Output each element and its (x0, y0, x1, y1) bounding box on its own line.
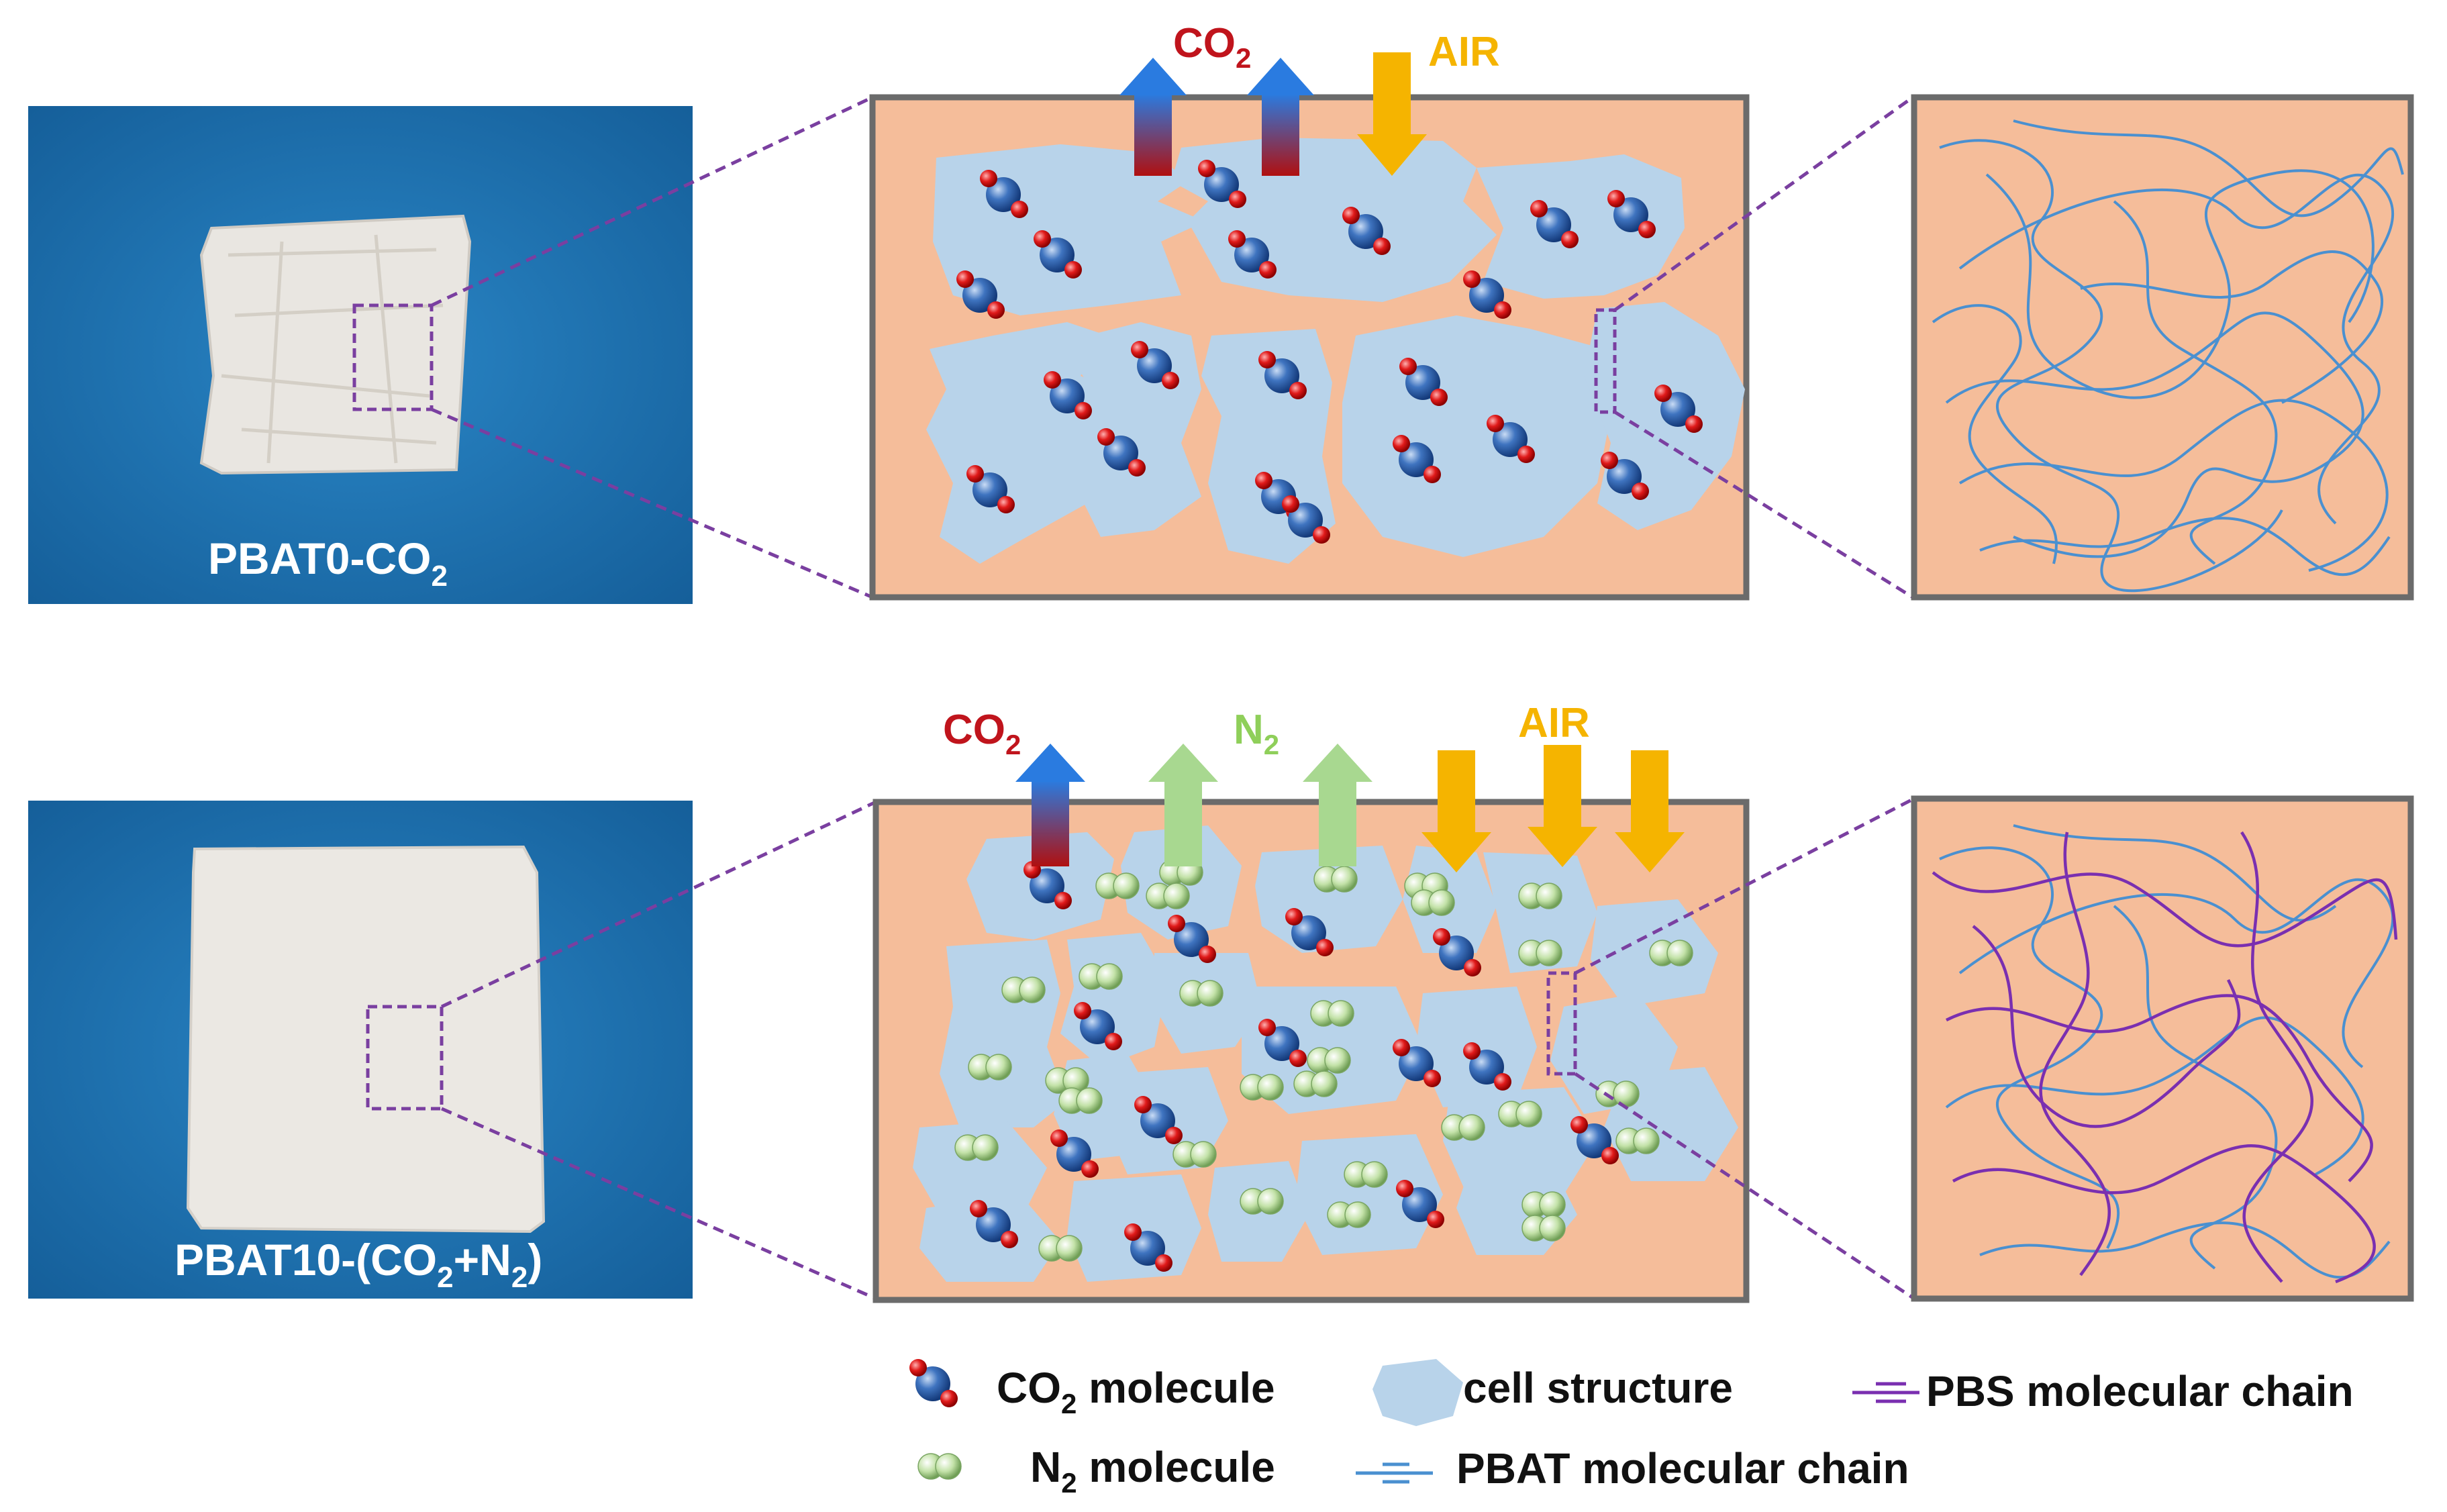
chain-panel-bottom (1911, 795, 2414, 1302)
air-arrow-bottom-2 (1528, 745, 1597, 867)
legend-pbs-icon (1852, 1382, 1919, 1403)
photo-label-top: PBAT0-CO2 (208, 534, 448, 593)
air-arrow-bottom-1 (1421, 750, 1491, 872)
legend-co2-icon (909, 1359, 958, 1407)
legend-cell-label: cell structure (1463, 1364, 1733, 1412)
chain-panel-top (1911, 94, 2414, 601)
air-arrow-top (1357, 52, 1427, 176)
zoom-box-wall-top (1594, 308, 1617, 414)
co2-arrow-bottom (1015, 744, 1085, 866)
zoom-connector-top-right (1613, 95, 1914, 599)
co2-arrow-top-1 (1119, 58, 1187, 176)
zoom-connector-bottom-right (1574, 797, 1915, 1301)
pbs-chains-bottom (1932, 831, 2398, 1284)
foam-schematic-top (869, 94, 1750, 601)
air-label-top: AIR (1428, 29, 1500, 75)
legend-pbs-label: PBS molecular chain (1926, 1367, 2354, 1415)
legend: CO2 molecule N2 molecule cell structure … (909, 1359, 2354, 1499)
pbat-chains-top (1932, 119, 2404, 593)
co2-arrow-top-2 (1247, 58, 1314, 176)
foam-schematic-bottom (872, 799, 1750, 1303)
zoom-box-top (352, 303, 434, 411)
sample-photo-top (28, 106, 693, 604)
zoom-box-bottom (366, 1005, 444, 1111)
legend-pbat-label: PBAT molecular chain (1456, 1444, 1909, 1493)
legend-co2-label: CO2 molecule (997, 1364, 1275, 1419)
n2-arrow-bottom-1 (1148, 744, 1218, 866)
co2-label-bottom: CO2 (943, 707, 1021, 760)
legend-n2-label: N2 molecule (1030, 1443, 1275, 1499)
air-arrow-bottom-3 (1615, 750, 1685, 872)
legend-cell-icon (1372, 1359, 1463, 1426)
n2-arrow-bottom-2 (1303, 744, 1372, 866)
sample-photo-bottom (28, 801, 693, 1299)
zoom-box-wall-bottom (1546, 971, 1577, 1076)
photo-label-bottom: PBAT10-(CO2+N2) (174, 1235, 542, 1294)
legend-pbat-icon (1356, 1462, 1433, 1484)
zoom-connector-top-left (430, 95, 874, 599)
zoom-connector-bottom-left (440, 800, 877, 1301)
air-label-bottom: AIR (1518, 700, 1590, 746)
n2-label-bottom: N2 (1234, 707, 1279, 760)
legend-n2-icon (917, 1453, 962, 1480)
co2-label-top: CO2 (1173, 20, 1251, 74)
